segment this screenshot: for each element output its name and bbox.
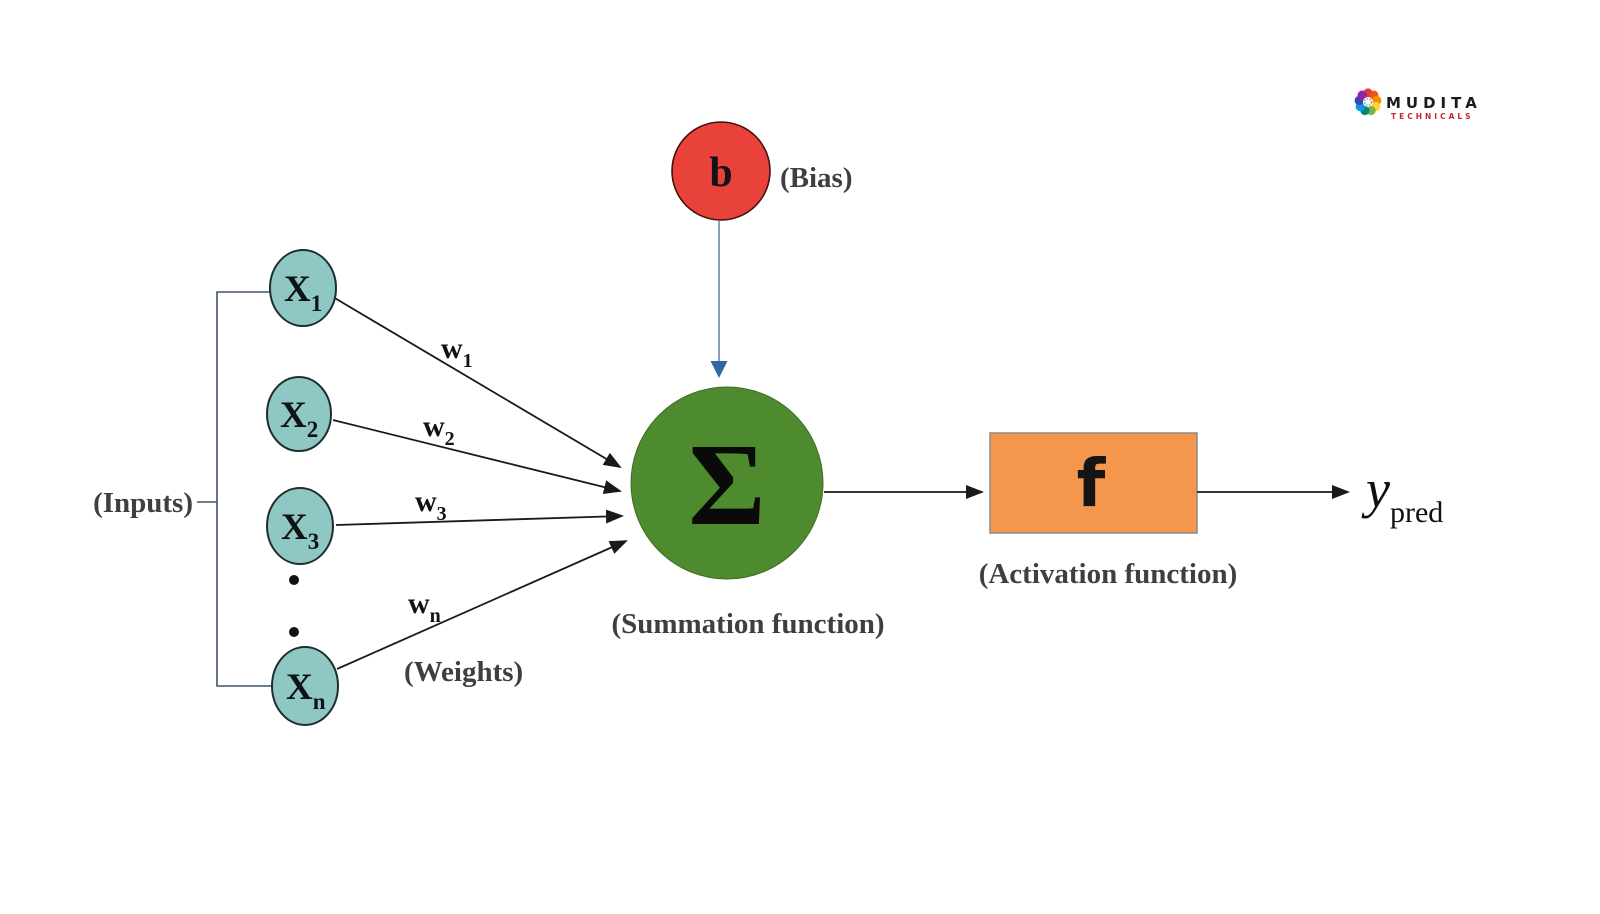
input-node-x3: X3 — [266, 487, 334, 565]
input-circle-x2 — [266, 376, 332, 452]
inputs-caption: (Inputs) — [93, 487, 193, 519]
input-node-xn: Xn — [271, 646, 339, 726]
input-node-x2: X2 — [266, 376, 332, 452]
input-circle-x1 — [269, 249, 337, 327]
edge-x3 — [335, 509, 624, 526]
edge-x2 — [332, 419, 622, 494]
bias-label: b — [709, 150, 732, 196]
summation-caption: (Summation function) — [611, 608, 884, 640]
input-x3-label: X3 — [281, 507, 319, 554]
input-xn-label: Xn — [286, 667, 326, 714]
mudita-logo: MUDITA TECHNICALS — [1354, 88, 1482, 121]
mudita-logo-icon — [1354, 88, 1382, 116]
summation-circle — [630, 386, 824, 580]
weight-w3-label: w3 — [415, 485, 447, 525]
edge-x1 — [332, 296, 622, 469]
activation-rect — [989, 432, 1198, 534]
activation-node: f — [989, 432, 1198, 534]
ellipsis-dots — [289, 575, 299, 637]
inputs-bracket — [197, 291, 273, 687]
summation-symbol: Σ — [688, 419, 765, 550]
logo-tagline-text: TECHNICALS — [1391, 112, 1474, 121]
input-node-x1: X1 — [269, 249, 337, 327]
weight-w1-label: w1 — [441, 332, 473, 372]
summation-node: Σ — [630, 386, 824, 580]
weight-w2-label: w2 — [423, 410, 455, 450]
weight-wn-label: wn — [408, 587, 441, 627]
edge-xn — [336, 540, 628, 670]
activation-symbol: f — [1077, 445, 1107, 522]
bias-node: b — [671, 121, 771, 221]
weights-caption: (Weights) — [404, 656, 523, 688]
input-edges — [332, 296, 628, 670]
input-circle-x3 — [266, 487, 334, 565]
input-x1-label: X1 — [284, 269, 322, 316]
bias-circle — [671, 121, 771, 221]
output-label: ypred — [1361, 459, 1443, 529]
input-x2-label: X2 — [280, 395, 318, 442]
logo-brand-text: MUDITA — [1386, 94, 1482, 112]
activation-caption: (Activation function) — [979, 558, 1238, 590]
input-circle-xn — [271, 646, 339, 726]
bias-caption: (Bias) — [780, 162, 853, 194]
